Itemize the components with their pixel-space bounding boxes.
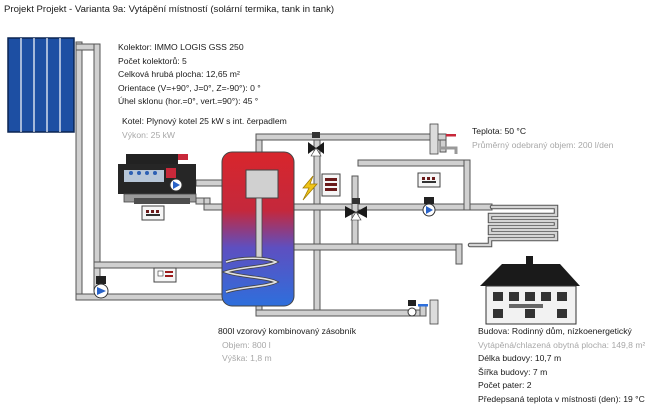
boiler-info: Kotel: Plynový kotel 25 kW s int. čerpad… — [122, 116, 287, 143]
electric-heater-icon — [302, 175, 318, 201]
circulation-pumps — [93, 178, 436, 317]
building-width: Šířka budovy: 7 m — [478, 366, 548, 377]
boiler-name: Kotel: Plynový kotel 25 kW s int. čerpad… — [122, 116, 287, 126]
collector-name: Kolektor: IMMO LOGIS GSS 250 — [118, 42, 244, 52]
collector-orientation: Orientace (V=+90°, J=0°, Z=-90°): 0 ° — [118, 82, 261, 93]
building-heated-area: Vytápěná/chlazená obytná plocha: 149,8 m… — [478, 339, 645, 350]
building-length: Délka budovy: 10,7 m — [478, 353, 562, 363]
building-floors: Počet pater: 2 — [478, 380, 532, 390]
house-icon — [480, 256, 580, 325]
boiler-power: Výkon: 25 kW — [122, 129, 176, 140]
building-info: Budova: Rodinný dům, nízkoenergetický Vy… — [478, 326, 645, 407]
tank-name: 800l vzorový kombinovaný zásobník — [218, 326, 357, 336]
gas-boiler — [118, 154, 197, 204]
dhw-info: Teplota: 50 °C Průměrný odebraný objem: … — [472, 126, 613, 153]
tank-volume: Objem: 800 l — [222, 339, 271, 350]
collector-count: Počet kolektorů: 5 — [118, 55, 187, 66]
building-room-temp: Předepsaná teplota v místnosti (den): 19… — [478, 393, 645, 404]
solar-collector — [7, 37, 75, 133]
collector-tilt: Úhel sklonu (hor.=0°, vert.=90°): 45 ° — [118, 96, 259, 106]
collector-area: Celková hrubá plocha: 12,65 m² — [118, 69, 240, 79]
tank-info: 800l vzorový kombinovaný zásobník Objem:… — [218, 326, 356, 367]
tank-height: Výška: 1,8 m — [222, 353, 272, 363]
mixing-valves — [308, 132, 367, 221]
dhw-draw: Průměrný odebraný objem: 200 l/den — [472, 139, 614, 150]
page-title: Projekt Projekt - Varianta 9a: Vytápění … — [4, 4, 335, 15]
building-name: Budova: Rodinný dům, nízkoenergetický — [478, 326, 632, 336]
tap-icons — [418, 123, 458, 325]
collector-info: Kolektor: IMMO LOGIS GSS 250 Počet kolek… — [118, 42, 261, 110]
dhw-temperature: Teplota: 50 °C — [472, 126, 527, 136]
storage-tank — [221, 151, 295, 307]
